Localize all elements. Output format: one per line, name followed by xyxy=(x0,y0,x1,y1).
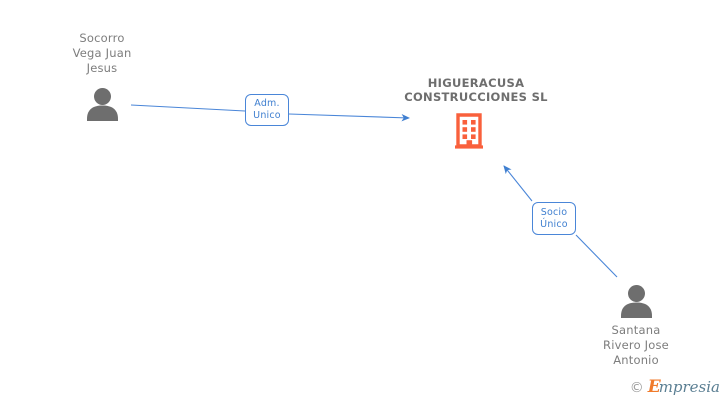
edge-label-socio-unico-line1: Socio xyxy=(540,206,568,218)
person-bottom-right-name-line1: Santana xyxy=(611,323,661,337)
edge-label-adm-unico-line2: Unico xyxy=(253,110,281,121)
copyright-icon: © xyxy=(629,379,644,396)
watermark: © E mpresia xyxy=(630,379,720,396)
person-left-name-line3: Jesus xyxy=(86,61,118,75)
company-name-line2: CONSTRUCCIONES SL xyxy=(404,90,548,104)
building-icon xyxy=(455,113,483,149)
edge-socio-unico xyxy=(503,165,618,278)
edge-adm-unico xyxy=(130,104,410,122)
person-icon-bottom-right xyxy=(621,285,652,318)
person-left-name-line1: Socorro xyxy=(79,31,125,45)
person-bottom-right-name-line2: Rivero Jose xyxy=(603,338,669,352)
person-icon-left xyxy=(87,88,118,121)
edge-label-socio-unico-line2: Único xyxy=(540,218,568,230)
edge-label-adm-unico[interactable]: Adm.Unico xyxy=(245,94,289,126)
brand-initial: E xyxy=(647,377,661,397)
person-bottom-right-name-line3: Antonio xyxy=(613,353,659,367)
brand-name: mpresia xyxy=(658,378,720,396)
edge-label-adm-unico-line1: Adm. xyxy=(254,98,280,109)
company-name-line1: HIGUERACUSA xyxy=(427,76,525,90)
person-left-name-line2: Vega Juan xyxy=(72,46,132,60)
